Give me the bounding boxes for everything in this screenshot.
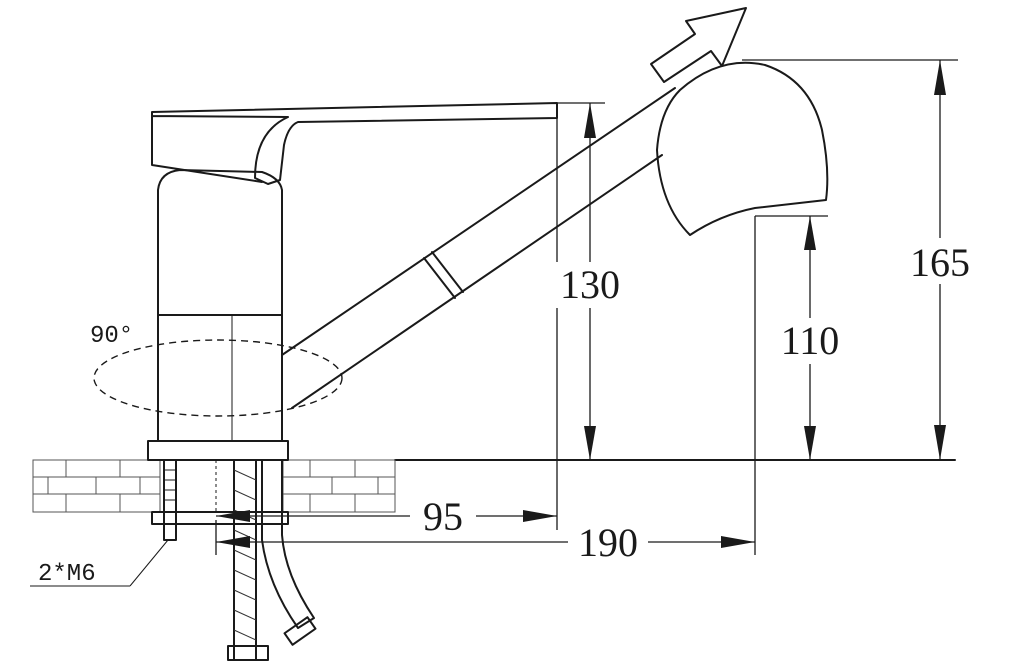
dimension-spout-height-label: 110 [781, 318, 840, 363]
countertop [32, 459, 956, 513]
hose-right [261, 459, 315, 629]
rotation-annotation: 90° [90, 323, 133, 350]
spout-arm [281, 87, 676, 409]
dimension-body-height: 130 [552, 102, 628, 530]
dimension-overall-height: 165 [742, 59, 978, 460]
fixing-plate [151, 511, 289, 525]
countertop-bricks-right [282, 459, 396, 513]
dimension-body-height-label: 130 [560, 262, 620, 307]
base-plate [147, 440, 289, 461]
bolts-annotation: 2*M6 [30, 539, 169, 588]
dimension-overall-height-label: 165 [910, 240, 970, 285]
faucet-body [157, 169, 283, 442]
dimension-spout-reach: 190 [215, 520, 755, 565]
dimension-spout-height: 110 [754, 215, 848, 555]
pull-direction-arrow [650, 7, 747, 83]
dimension-body-offset-label: 95 [423, 494, 463, 539]
spray-head [656, 61, 829, 236]
hose-left [233, 459, 257, 661]
rotation-ellipse [93, 339, 343, 417]
hoses-and-bolts [163, 459, 317, 661]
dimension-spout-reach-label: 190 [578, 520, 638, 565]
dimension-body-offset: 95 [216, 494, 557, 539]
lever-handle [151, 102, 558, 185]
bolts-annotation-label: 2*M6 [38, 561, 96, 588]
countertop-bricks-left [32, 459, 161, 513]
